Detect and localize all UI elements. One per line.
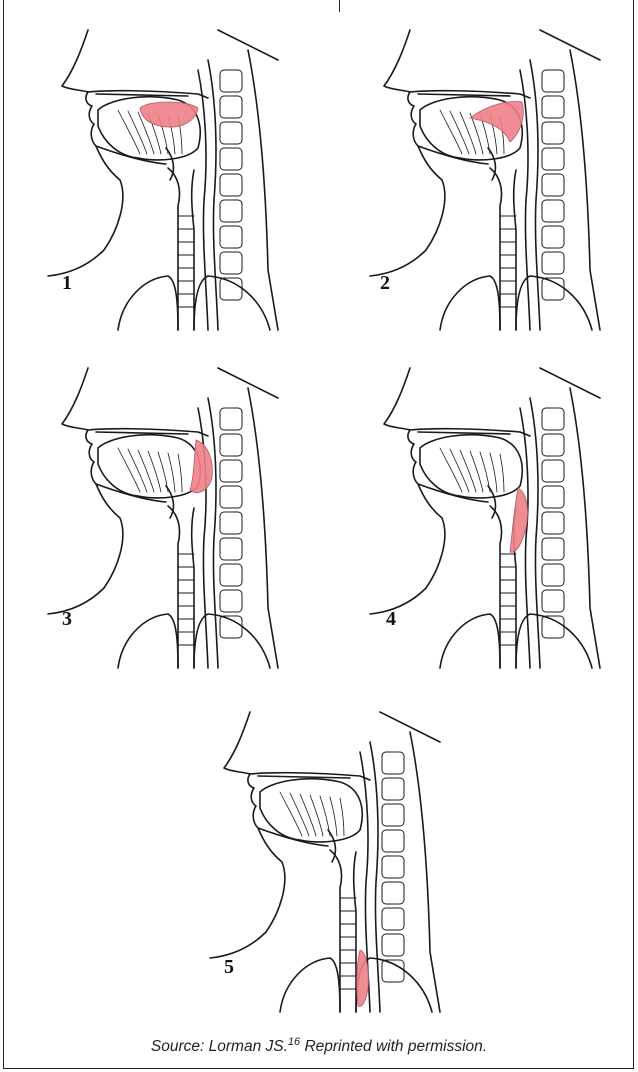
anatomy-outline xyxy=(48,30,278,330)
anatomy-outline xyxy=(370,30,600,330)
stage-number-3: 3 xyxy=(62,608,72,631)
stage-number-4: 4 xyxy=(386,608,396,631)
head-neck-cross-section xyxy=(210,712,480,1012)
figure-caption: Source: Lorman JS.16 Reprinted with perm… xyxy=(0,1036,638,1056)
anatomy-outline xyxy=(370,368,600,668)
stage-5-illustration xyxy=(210,712,480,1012)
caption-source: Source: Lorman JS. xyxy=(151,1038,288,1055)
column-divider xyxy=(339,0,340,12)
stage-number-2: 2 xyxy=(380,272,390,295)
stage-number-1: 1 xyxy=(62,272,72,295)
stage-3-illustration xyxy=(48,368,318,668)
caption-suffix: Reprinted with permission. xyxy=(300,1038,487,1055)
stage-2-illustration xyxy=(370,30,638,330)
anatomy-outline xyxy=(48,368,278,668)
head-neck-cross-section xyxy=(48,368,318,668)
bolus-laryngopharynx xyxy=(510,488,528,552)
head-neck-cross-section xyxy=(370,368,638,668)
stage-4-illustration xyxy=(370,368,638,668)
stage-1-illustration xyxy=(48,30,318,330)
head-neck-cross-section xyxy=(370,30,638,330)
caption-ref: 16 xyxy=(288,1036,300,1048)
anatomy-outline xyxy=(210,712,440,1012)
stage-number-5: 5 xyxy=(224,956,234,979)
head-neck-cross-section xyxy=(48,30,318,330)
bolus-oral xyxy=(140,102,198,127)
